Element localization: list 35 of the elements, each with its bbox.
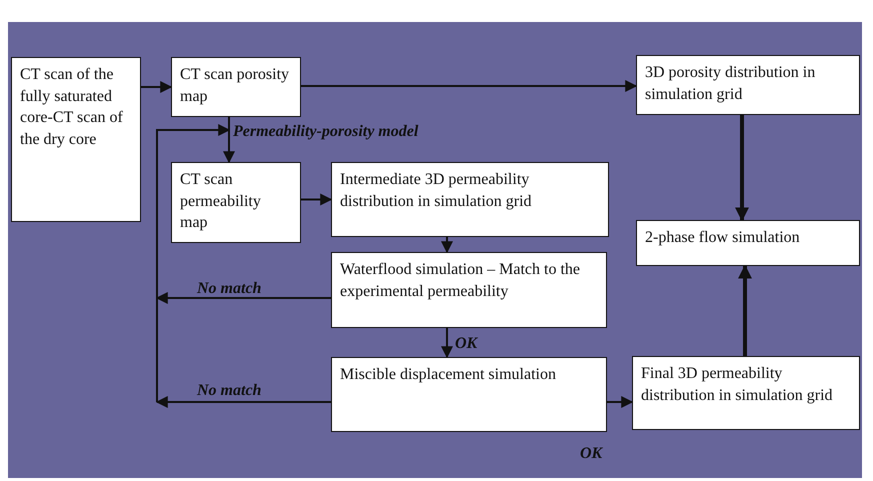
arrow <box>223 117 235 164</box>
process-box <box>331 162 609 237</box>
process-box <box>171 57 301 117</box>
arrow <box>156 396 331 408</box>
box-label: 2-phase flow simulation <box>645 228 801 248</box>
edge-label: No match <box>197 281 262 297</box>
edge-label: No match <box>197 383 262 399</box>
arrow <box>607 396 634 408</box>
arrow <box>156 292 331 304</box>
box-label: CT scan permeability map <box>180 170 262 234</box>
process-box <box>171 162 301 243</box>
arrow <box>156 124 230 402</box>
process-box <box>331 357 607 432</box>
box-label: CT scan of the fully saturated core-CT scan of the dry core <box>20 65 124 150</box>
box-label: Intermediate 3D permeability distribution in simulation grid <box>340 170 533 212</box>
arrow <box>441 328 453 358</box>
arrow <box>141 81 172 93</box>
box-label: Waterflood simulation – Match to the experimental permeability <box>340 260 581 302</box>
process-box <box>636 220 860 266</box>
arrow <box>735 115 749 222</box>
box-label: Miscible displacement simulation <box>340 365 557 385</box>
process-box <box>636 55 860 115</box>
arrow <box>301 80 638 92</box>
arrow <box>301 194 332 206</box>
edge-label: OK <box>580 446 602 462</box>
process-box <box>11 57 141 222</box>
arrow <box>441 237 453 254</box>
edge-label: Permeability-porosity model <box>233 124 418 140</box>
box-label: CT scan porosity map <box>180 65 290 107</box>
arrow <box>738 264 752 356</box>
edge-label: OK <box>455 336 478 352</box>
box-label: 3D porosity distribution in simulation grid <box>645 63 816 105</box>
process-box <box>331 252 607 328</box>
process-box <box>632 356 860 430</box>
box-label: Final 3D permeability distribution in simulation grid <box>641 364 834 406</box>
